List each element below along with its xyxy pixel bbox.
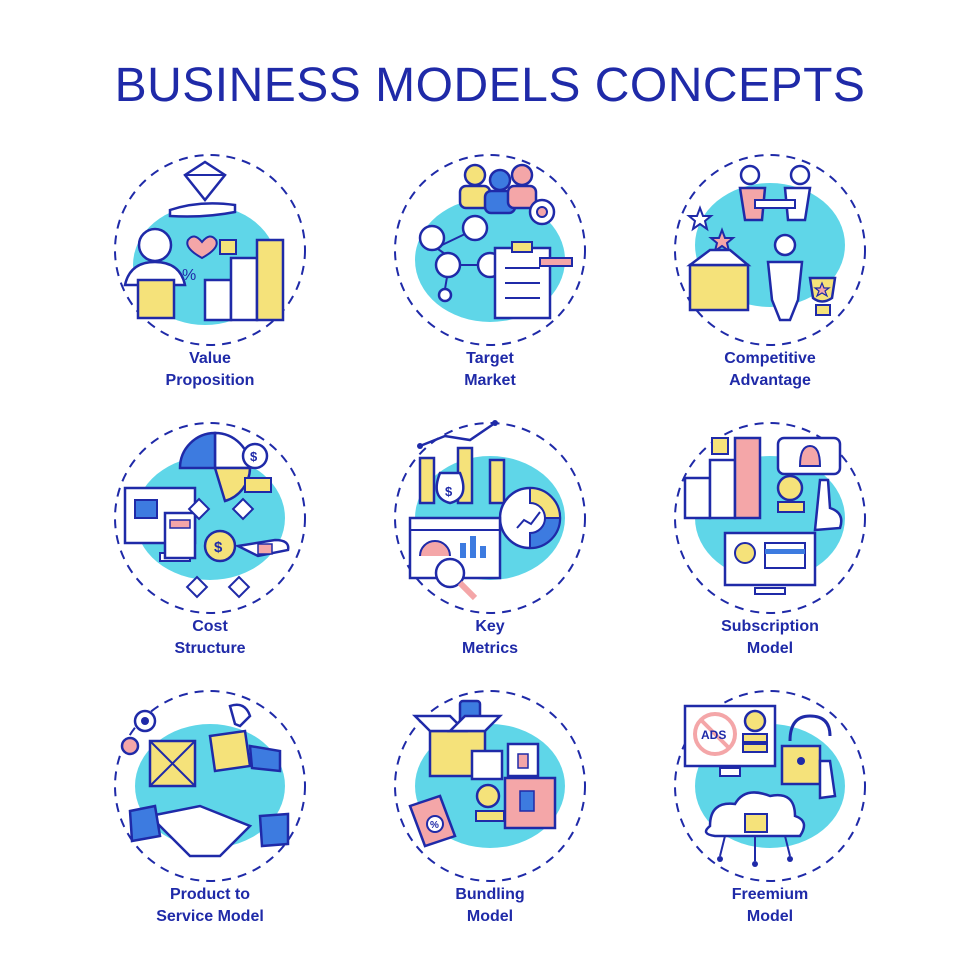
concept-label-line1: Value (189, 350, 231, 367)
percent-glyph: % (182, 267, 196, 284)
dollar-glyph: $ (445, 484, 453, 499)
cost-structure-icon: $ $ (110, 418, 310, 618)
concept-label-line1: Freemium (731, 886, 809, 903)
concept-label-line2: Market (464, 372, 516, 389)
concept-label: Product to Service Model (60, 884, 360, 928)
key-metrics-icon: $ (390, 418, 590, 618)
concept-label: Cost Structure (60, 616, 360, 660)
concept-label-line1: Key (475, 618, 505, 635)
concept-card-bundling-model: % Bundling Model (340, 686, 640, 956)
dollar-glyph: $ (250, 449, 258, 464)
concept-card-value-proposition: % Value Proposition (60, 150, 360, 420)
concept-label: Bundling Model (340, 884, 640, 928)
value-proposition-icon: % (110, 150, 310, 350)
concept-card-target-market: Target Market (340, 150, 640, 420)
concept-label-line2: Service Model (156, 908, 264, 925)
concept-label: Subscription Model (620, 616, 920, 660)
concept-label: Target Market (340, 348, 640, 392)
concept-label-line1: Target (466, 350, 514, 367)
dollar-glyph: $ (214, 539, 223, 556)
concept-label-line1: Bundling (455, 886, 525, 903)
product-to-service-icon (110, 686, 310, 886)
concept-label-line2: Advantage (729, 372, 811, 389)
concept-label: Key Metrics (340, 616, 640, 660)
concept-label-line2: Structure (174, 640, 246, 657)
concept-label: Value Proposition (60, 348, 360, 392)
concept-card-subscription-model: Subscription Model (620, 418, 920, 688)
concept-card-freemium-model: ADS Freemium (620, 686, 920, 956)
concept-label-line1: Competitive (724, 350, 816, 367)
competitive-advantage-icon (670, 150, 870, 350)
concept-label-line2: Metrics (461, 640, 519, 657)
page-title: BUSINESS MODELS CONCEPTS (114, 59, 866, 112)
concept-label: Freemium Model (620, 884, 920, 928)
concept-label: Competitive Advantage (620, 348, 920, 392)
subscription-model-icon (670, 418, 870, 618)
concept-label-line2: Proposition (165, 372, 255, 389)
concept-label-line1: Product to (170, 886, 250, 903)
concept-card-product-to-service: Product to Service Model (60, 686, 360, 956)
concept-label-line1: Subscription (721, 618, 819, 635)
percent-glyph: % (430, 820, 439, 831)
concept-label-line2: Model (746, 640, 794, 657)
concept-label-line2: Model (466, 908, 514, 925)
target-market-icon (390, 150, 590, 350)
bundling-model-icon: % (390, 686, 590, 886)
concept-label-line2: Model (746, 908, 794, 925)
concept-label-line1: Cost (192, 618, 228, 635)
concept-card-key-metrics: $ Key Metrics (340, 418, 640, 688)
concept-card-competitive-advantage: Competitive Advantage (620, 150, 920, 420)
freemium-model-icon: ADS (670, 686, 870, 886)
ads-glyph: ADS (701, 728, 726, 742)
concept-card-cost-structure: $ $ Cost (60, 418, 360, 688)
